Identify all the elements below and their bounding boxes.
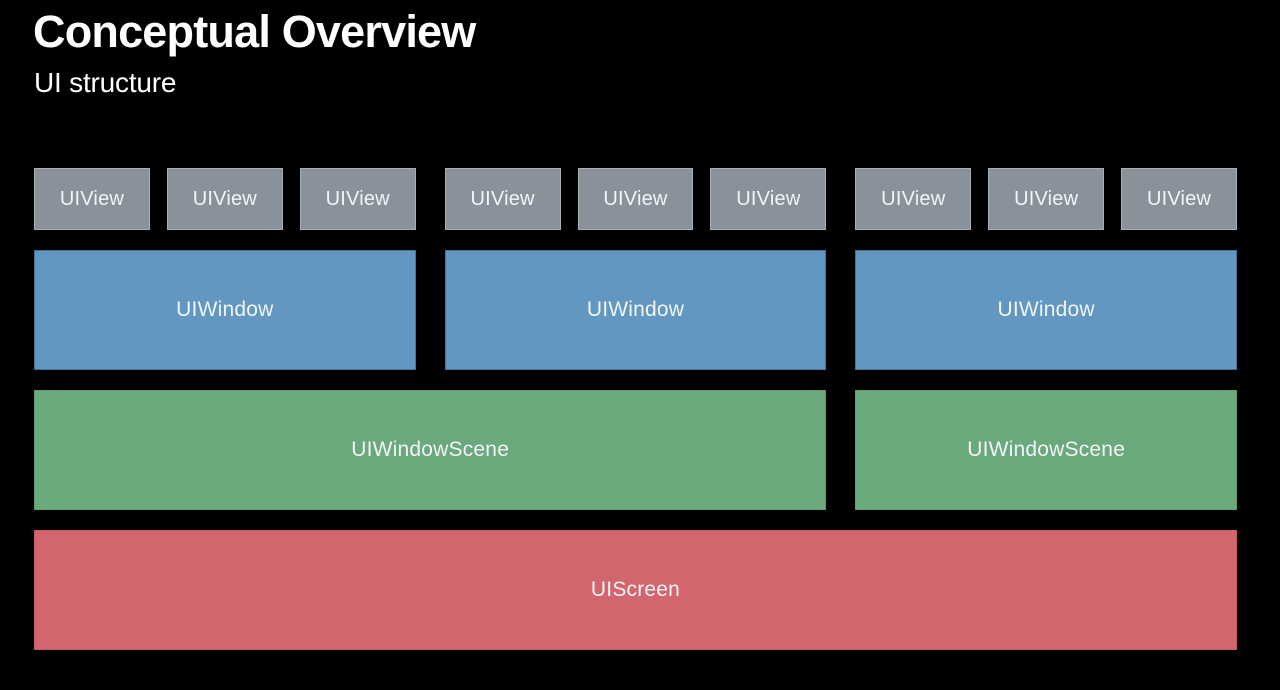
view-group-1: UIView UIView UIView <box>34 168 416 230</box>
uiview-box: UIView <box>1121 168 1237 230</box>
uiwindow-box-1: UIWindow <box>34 250 416 370</box>
uiwindow-box-2: UIWindow <box>444 250 827 370</box>
uiview-box: UIView <box>166 168 283 230</box>
uiview-box: UIView <box>34 168 150 230</box>
uiview-box: UIView <box>710 168 827 230</box>
slide-title: Conceptual Overview <box>33 6 476 57</box>
view-group-2: UIView UIView UIView <box>444 168 827 230</box>
uiwindowscene-box-2: UIWindowScene <box>855 390 1237 510</box>
uiwindow-box-3: UIWindow <box>855 250 1237 370</box>
uiview-box: UIView <box>988 168 1105 230</box>
uiview-box: UIView <box>299 168 416 230</box>
uiview-box: UIView <box>444 168 561 230</box>
view-group-3: UIView UIView UIView <box>855 168 1237 230</box>
uiscreen-box: UIScreen <box>34 530 1237 650</box>
uiview-box: UIView <box>855 168 972 230</box>
uiview-box: UIView <box>577 168 694 230</box>
uiwindowscene-box-1: UIWindowScene <box>34 390 827 510</box>
ui-structure-diagram: UIView UIView UIView UIView UIView UIVie… <box>34 168 1237 650</box>
slide-subtitle: UI structure <box>34 67 177 98</box>
